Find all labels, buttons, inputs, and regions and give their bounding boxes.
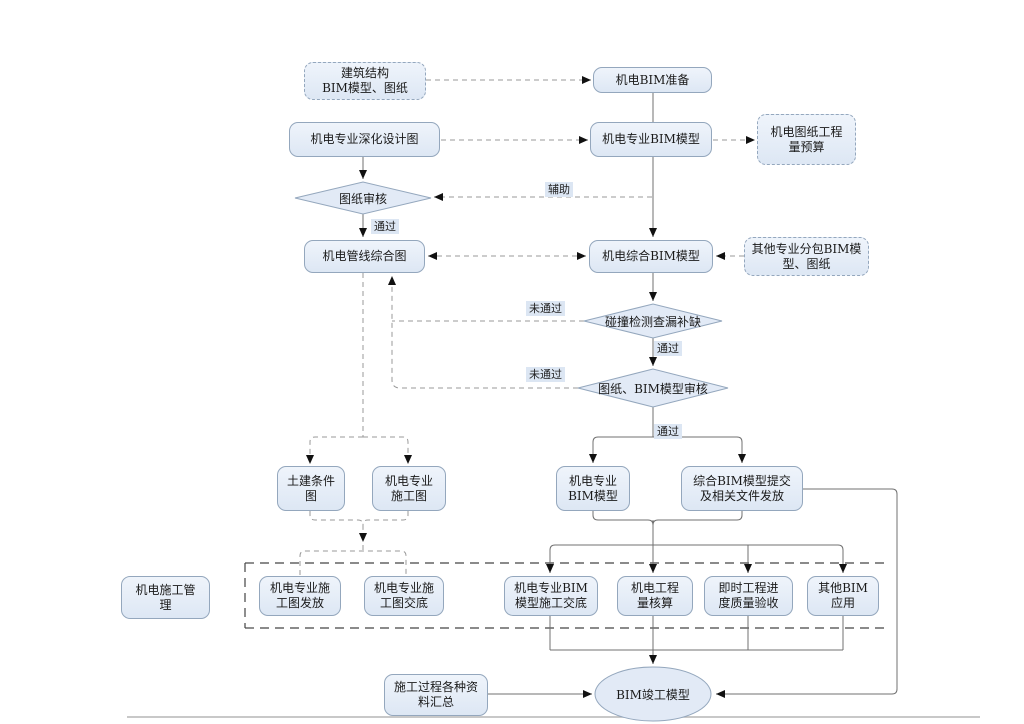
- node-arch-structure: 建筑结构 BIM模型、图纸: [304, 62, 426, 100]
- edge-label-assist: 辅助: [545, 182, 573, 198]
- decision-shapes: [294, 181, 729, 722]
- node-pipeline-composite: 机电管线综合图: [304, 240, 425, 273]
- decision-shape-clash-detection: [583, 303, 723, 339]
- node-quantity-accounting: 机电工程 量核算: [617, 576, 693, 616]
- node-bim-prep: 机电BIM准备: [593, 67, 712, 93]
- construction-stage-container: [244, 562, 888, 629]
- node-integrated-bim-model: 机电综合BIM模型: [589, 240, 713, 273]
- node-other-subcontract: 其他专业分包BIM模 型、图纸: [744, 237, 869, 276]
- edge-label-pass-2: 通过: [654, 341, 682, 357]
- edge-label-fail-1: 未通过: [526, 301, 565, 317]
- node-mep-construction-mgmt: 机电施工管 理: [121, 576, 210, 619]
- node-progress-quality: 即时工程进 度质量验收: [704, 576, 793, 616]
- edge-label-pass-3: 通过: [654, 424, 682, 440]
- fail-line-review: [388, 276, 578, 389]
- node-construction-data: 施工过程各种资 料汇总: [384, 674, 488, 716]
- node-civil-condition: 土建条件 图: [277, 466, 345, 511]
- node-bim-model-handover: 机电专业BIM 模型施工交底: [504, 576, 598, 616]
- decision-drawing-bim-review: 图纸、BIM模型审核: [598, 381, 708, 396]
- node-dwg-release: 机电专业施 工图发放: [259, 576, 341, 616]
- decision-drawing-review: 图纸审核: [338, 191, 387, 206]
- node-mep-bim-model-2: 机电专业 BIM模型: [556, 466, 630, 511]
- solid-connectors: [359, 93, 898, 698]
- terminal-bim-asbuilt-model: BIM竣工模型: [616, 687, 690, 702]
- node-drawing-quantity-budget: 机电图纸工程 量预算: [757, 114, 856, 165]
- edge-label-pass-1: 通过: [371, 219, 399, 235]
- decision-clash-detection: 碰撞检测查漏补缺: [604, 314, 701, 329]
- edge-label-fail-2: 未通过: [526, 367, 565, 383]
- dashed-connectors: [299, 76, 755, 575]
- node-mep-bim-model: 机电专业BIM模型: [590, 122, 712, 157]
- decision-shape-drawing-review: [294, 181, 432, 215]
- submit-to-asbuilt-line: [716, 488, 898, 698]
- node-bim-submit-release: 综合BIM模型提交 及相关文件发放: [681, 466, 803, 511]
- terminal-shape-bim-asbuilt: [594, 666, 712, 722]
- decision-shape-drawing-bim-review: [577, 368, 729, 408]
- node-mep-construction-dwg: 机电专业 施工图: [372, 466, 446, 511]
- node-dwg-handover: 机电专业施 工图交底: [364, 576, 444, 616]
- node-mep-detail-design: 机电专业深化设计图: [289, 122, 440, 157]
- node-other-bim-app: 其他BIM 应用: [807, 576, 879, 616]
